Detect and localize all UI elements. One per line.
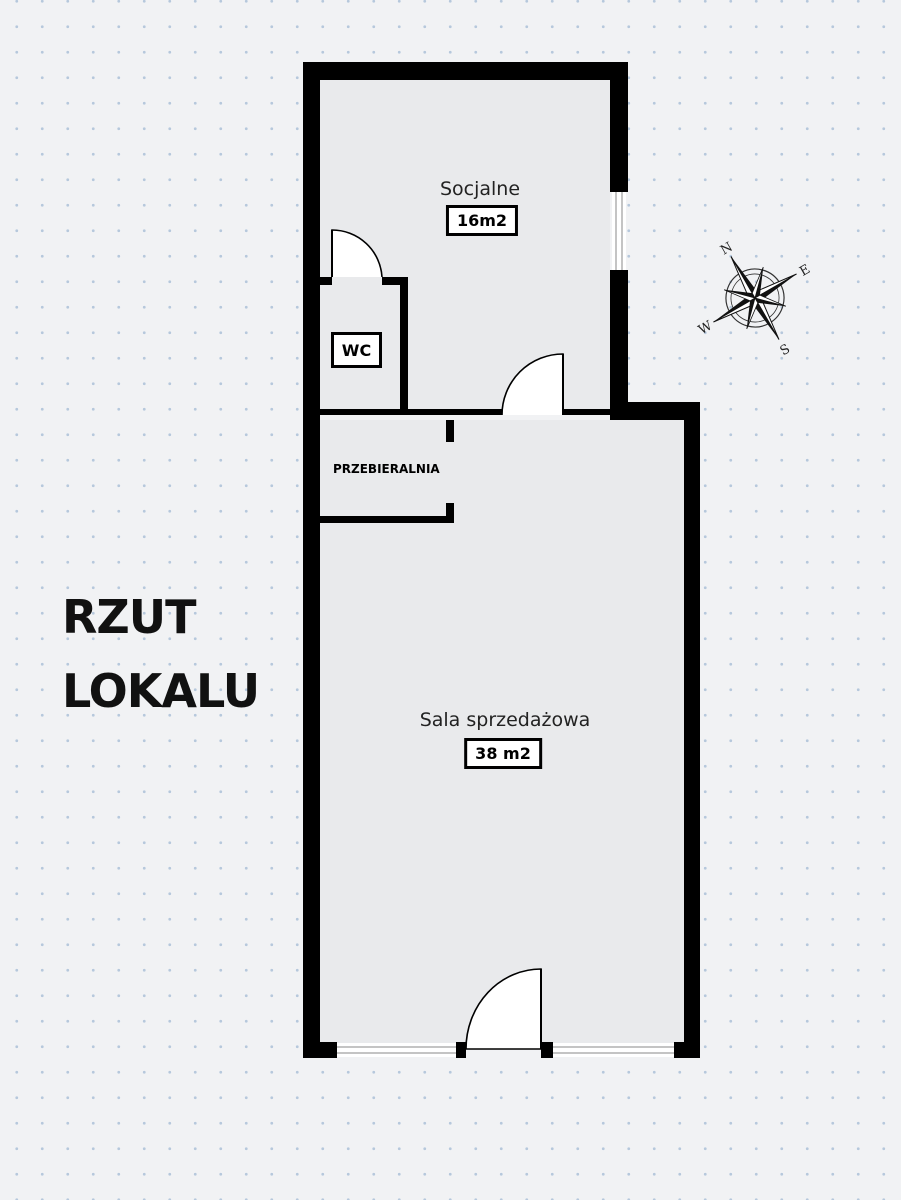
door-jamb-right xyxy=(541,1042,553,1058)
walls xyxy=(303,62,700,1058)
wall-social-left xyxy=(320,409,502,415)
floor-sala xyxy=(320,420,684,1050)
wall-top xyxy=(303,62,628,80)
area-socjalne: 16m2 xyxy=(445,205,519,236)
wall-step xyxy=(610,402,700,420)
window-bottom-left xyxy=(337,1043,456,1057)
wall-right-lower xyxy=(684,402,700,1058)
wall-right-upper xyxy=(610,62,628,192)
door-socjalne xyxy=(501,353,564,416)
wall-changing-right-top xyxy=(446,420,454,442)
room-name-wc: WC xyxy=(331,332,382,368)
plan-title: RZUT LOKALU xyxy=(62,580,260,728)
wall-left xyxy=(303,62,320,1058)
room-name-sala: Sala sprzedażowa xyxy=(419,709,591,731)
wall-changing-bottom xyxy=(320,516,454,523)
window-right xyxy=(612,192,626,270)
title-line-1: RZUT xyxy=(62,590,197,644)
compass-s: S xyxy=(778,342,793,359)
compass-w: W xyxy=(696,318,716,338)
wall-wc-right xyxy=(400,277,408,412)
title-line-2: LOKALU xyxy=(62,664,260,718)
door-entrance xyxy=(465,968,542,1050)
wall-bottom-right-stub xyxy=(674,1042,700,1058)
area-sala: 38 m2 xyxy=(464,738,542,769)
room-name-przebieralnia: PRZEBIERALNIA xyxy=(333,462,440,476)
room-name-socjalne: Socjalne xyxy=(439,178,521,200)
compass-rose: N E S W xyxy=(696,240,813,359)
wall-changing-right-bottom xyxy=(446,503,454,523)
door-jamb-left xyxy=(456,1042,466,1058)
wall-right-mid xyxy=(610,270,628,420)
compass-n: N xyxy=(718,240,735,259)
window-bottom-right xyxy=(553,1043,674,1057)
wall-wc-top xyxy=(382,277,408,285)
wall-wc-top-left xyxy=(320,277,332,285)
wall-bottom-left-stub xyxy=(303,1042,337,1058)
door-wc xyxy=(331,229,383,278)
wall-social-right xyxy=(563,409,611,415)
compass-e: E xyxy=(797,262,813,280)
